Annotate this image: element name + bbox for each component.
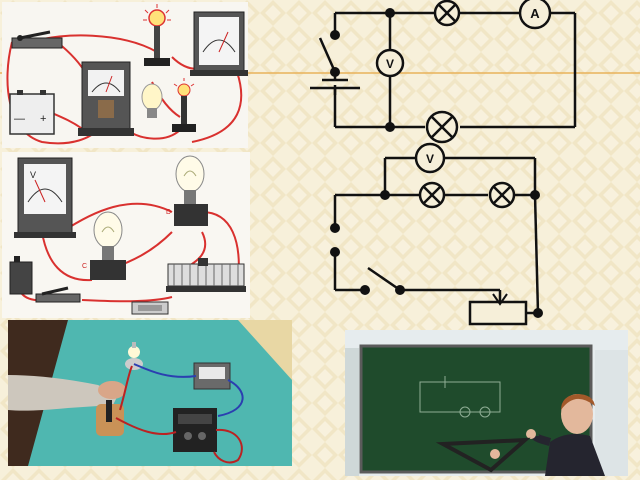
lamp-icon bbox=[418, 181, 446, 209]
voltmeter-label: V bbox=[386, 57, 394, 71]
schematic-series-parallel bbox=[333, 11, 577, 129]
voltmeter-label: V bbox=[426, 152, 434, 166]
apparatus-drawing-top: — + bbox=[2, 2, 248, 148]
power-supply-icon bbox=[173, 408, 217, 452]
rheostat-icon bbox=[166, 258, 246, 292]
svg-text:—: — bbox=[14, 113, 25, 125]
schematic-rheostat-circuit bbox=[333, 156, 540, 315]
chalk-circuit-drawing bbox=[419, 376, 501, 418]
battery-icon bbox=[9, 256, 33, 295]
student bbox=[526, 394, 605, 476]
voltmeter-icon bbox=[190, 11, 248, 76]
voltmeter-icon: V bbox=[14, 157, 76, 238]
ammeter-icon bbox=[193, 362, 231, 390]
lamp-icon: D bbox=[166, 155, 208, 226]
switch-icon bbox=[360, 266, 405, 295]
lamp-icon bbox=[425, 110, 459, 144]
voltmeter-icon: V bbox=[414, 142, 446, 174]
triangle-ruler-icon bbox=[435, 437, 531, 473]
circuit-schematics: A V V bbox=[310, 0, 577, 326]
rheostat-icon bbox=[468, 293, 528, 326]
svg-text:+: + bbox=[40, 113, 46, 125]
lamp-icon bbox=[433, 0, 461, 27]
voltmeter-icon: V bbox=[375, 48, 405, 78]
switch-icon bbox=[11, 30, 63, 49]
lamp-icon bbox=[488, 181, 516, 209]
svg-text:D: D bbox=[166, 209, 171, 216]
battery-icon bbox=[330, 223, 340, 257]
ammeter-icon: A bbox=[518, 0, 552, 30]
svg-text:C: C bbox=[82, 263, 87, 270]
battery-icon: — + bbox=[9, 90, 55, 135]
ammeter-icon bbox=[78, 61, 134, 136]
switch-icon bbox=[35, 286, 81, 303]
battery-icon bbox=[310, 72, 360, 95]
switch-icon bbox=[318, 30, 340, 77]
lamp-icon bbox=[141, 83, 163, 118]
ammeter-label: A bbox=[530, 6, 540, 21]
hand bbox=[98, 381, 126, 399]
lamp-icon bbox=[172, 78, 196, 132]
svg-text:V: V bbox=[30, 170, 36, 180]
photo-lab-bench bbox=[8, 320, 292, 466]
resistor-box-icon bbox=[131, 301, 169, 315]
apparatus-drawing-bottom: V C D bbox=[2, 152, 250, 318]
lamp-icon: C bbox=[82, 211, 126, 280]
photo-blackboard bbox=[345, 330, 628, 476]
lamp-icon bbox=[143, 4, 171, 66]
